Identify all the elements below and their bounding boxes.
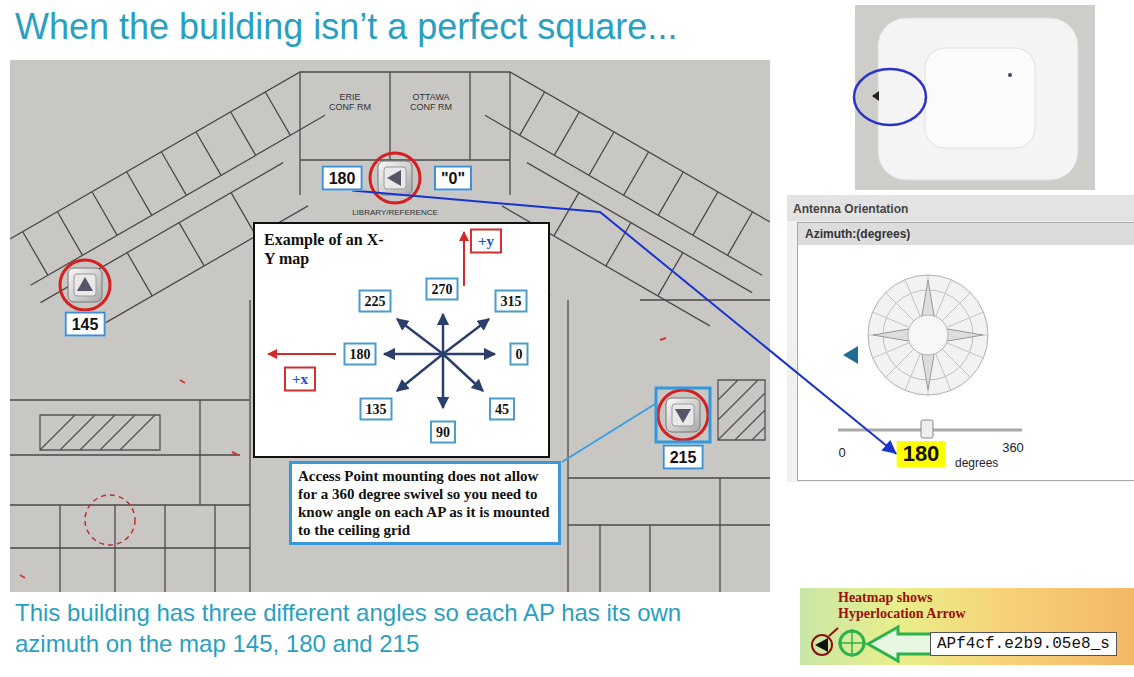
angle-box: 90 [430,421,456,444]
axis-arrow [268,353,336,355]
room-label: OTTAWA CONF RM [404,92,458,112]
angle-box: 225 [359,290,392,313]
panel-header [798,223,1134,245]
stair-hatch [40,415,160,450]
room-label: ERIE CONF RM [326,92,374,112]
azimuth-tag: 215 [663,445,704,470]
node-text: APf4cf.e2b9.05e8_s [937,635,1110,653]
ap-cover [925,48,1035,148]
compass-arrow [397,319,443,354]
node-text: 225 [365,293,386,310]
azimuth-tag: "0" [434,166,472,191]
hyperlocation-arrow [815,638,828,652]
node-text: 215 [670,448,697,467]
access-point-icon [60,260,110,310]
room-walls [568,300,770,592]
node-text: Example of an X-Y map [255,224,398,274]
axis-box: +y [470,229,502,254]
angle-box: 270 [426,278,459,301]
ap-name-tag: APf4cf.e2b9.05e8_s [930,632,1117,656]
leader-line [562,404,655,462]
compass-arrow [442,314,445,354]
room-walls [300,72,510,195]
xy-map-inset: Example of an X-Y map +y 270 225 315 180 0 +x 13… [253,222,550,458]
azimuth-value: 180 [897,441,946,467]
heatmap-note: Heatmap shows Hyperlocation Arrow [838,590,1010,622]
angle-box: 180 [344,343,377,366]
compass-arrow [443,319,489,354]
compass-rose [868,275,988,395]
inset-ground [253,222,550,458]
node-text: 270 [432,281,453,298]
azimuth-tag: 180 [322,166,363,191]
node-text: 180 [350,346,371,363]
compass-star [873,280,983,390]
access-point-icon [658,390,708,440]
callout-box: Access Point mounting does not allow for… [289,461,561,545]
arrow-highlight [812,635,832,655]
leader-line [829,628,838,636]
azimuth-panel: Azimuth:(degrees) 180 [797,222,1134,480]
settings-panel: Antenna OrientationAzimuth:(degrees) 180 [787,195,1134,482]
node-text: Azimuth:(degrees) [797,222,1134,246]
orientation-mark [872,91,879,101]
axis-box: +x [284,367,316,392]
compass-rose [868,275,988,395]
node-text: 180 [329,169,356,188]
label-pointer [868,627,936,661]
compass-arrow [443,353,495,356]
angle-box: 45 [489,398,515,421]
compass-arrow [443,354,483,391]
node-text: +y [478,233,494,250]
node-text: Access Point mounting does not allow for… [298,467,552,539]
slider-thumb [921,420,933,438]
node-text: "0" [441,169,465,188]
slider-unit: degrees [955,456,998,470]
red-dashed-circle [85,495,135,545]
node-text: 0 [516,346,523,363]
node-text: 135 [366,401,387,418]
panel-box [798,223,1134,481]
floor-plan-photo [10,60,770,592]
slider-min: 0 [838,445,845,460]
node-text: 90 [436,424,450,441]
node-text: 45 [495,401,509,418]
ap-housing [878,18,1078,180]
angle-box: 135 [360,398,393,421]
compass-rose [908,315,948,355]
highlight-square [656,388,710,442]
stair-hatch [718,380,765,440]
compass-arrow [442,354,445,408]
angle-box: 315 [495,290,528,313]
azimuth-marker [843,346,858,364]
compass-arrow [384,353,443,356]
slide-caption: This building has three different angles… [15,597,715,659]
room-walls [10,300,250,592]
node-text: 145 [72,315,99,334]
node-text: 180 [903,441,940,467]
ap-marker [838,629,866,657]
angle-box: 0 [510,343,529,366]
azimuth-tag: 145 [65,312,106,337]
heatmap [800,588,1134,665]
node-text: +x [292,371,308,388]
highlight-ellipse [854,69,926,125]
slide-title: When the building isn’t a perfect square… [15,6,677,48]
node-text: Antenna Orientation [787,195,1134,223]
axis-arrow [463,232,465,286]
panel-ground [787,195,1134,482]
room-label: LIBRARY/REFERENCE [350,208,440,217]
ap-photo [855,5,1095,190]
compass-arrow [397,354,443,391]
slider-max: 360 [1002,440,1024,455]
node-text: 315 [501,293,522,310]
ap-led [1008,73,1012,77]
